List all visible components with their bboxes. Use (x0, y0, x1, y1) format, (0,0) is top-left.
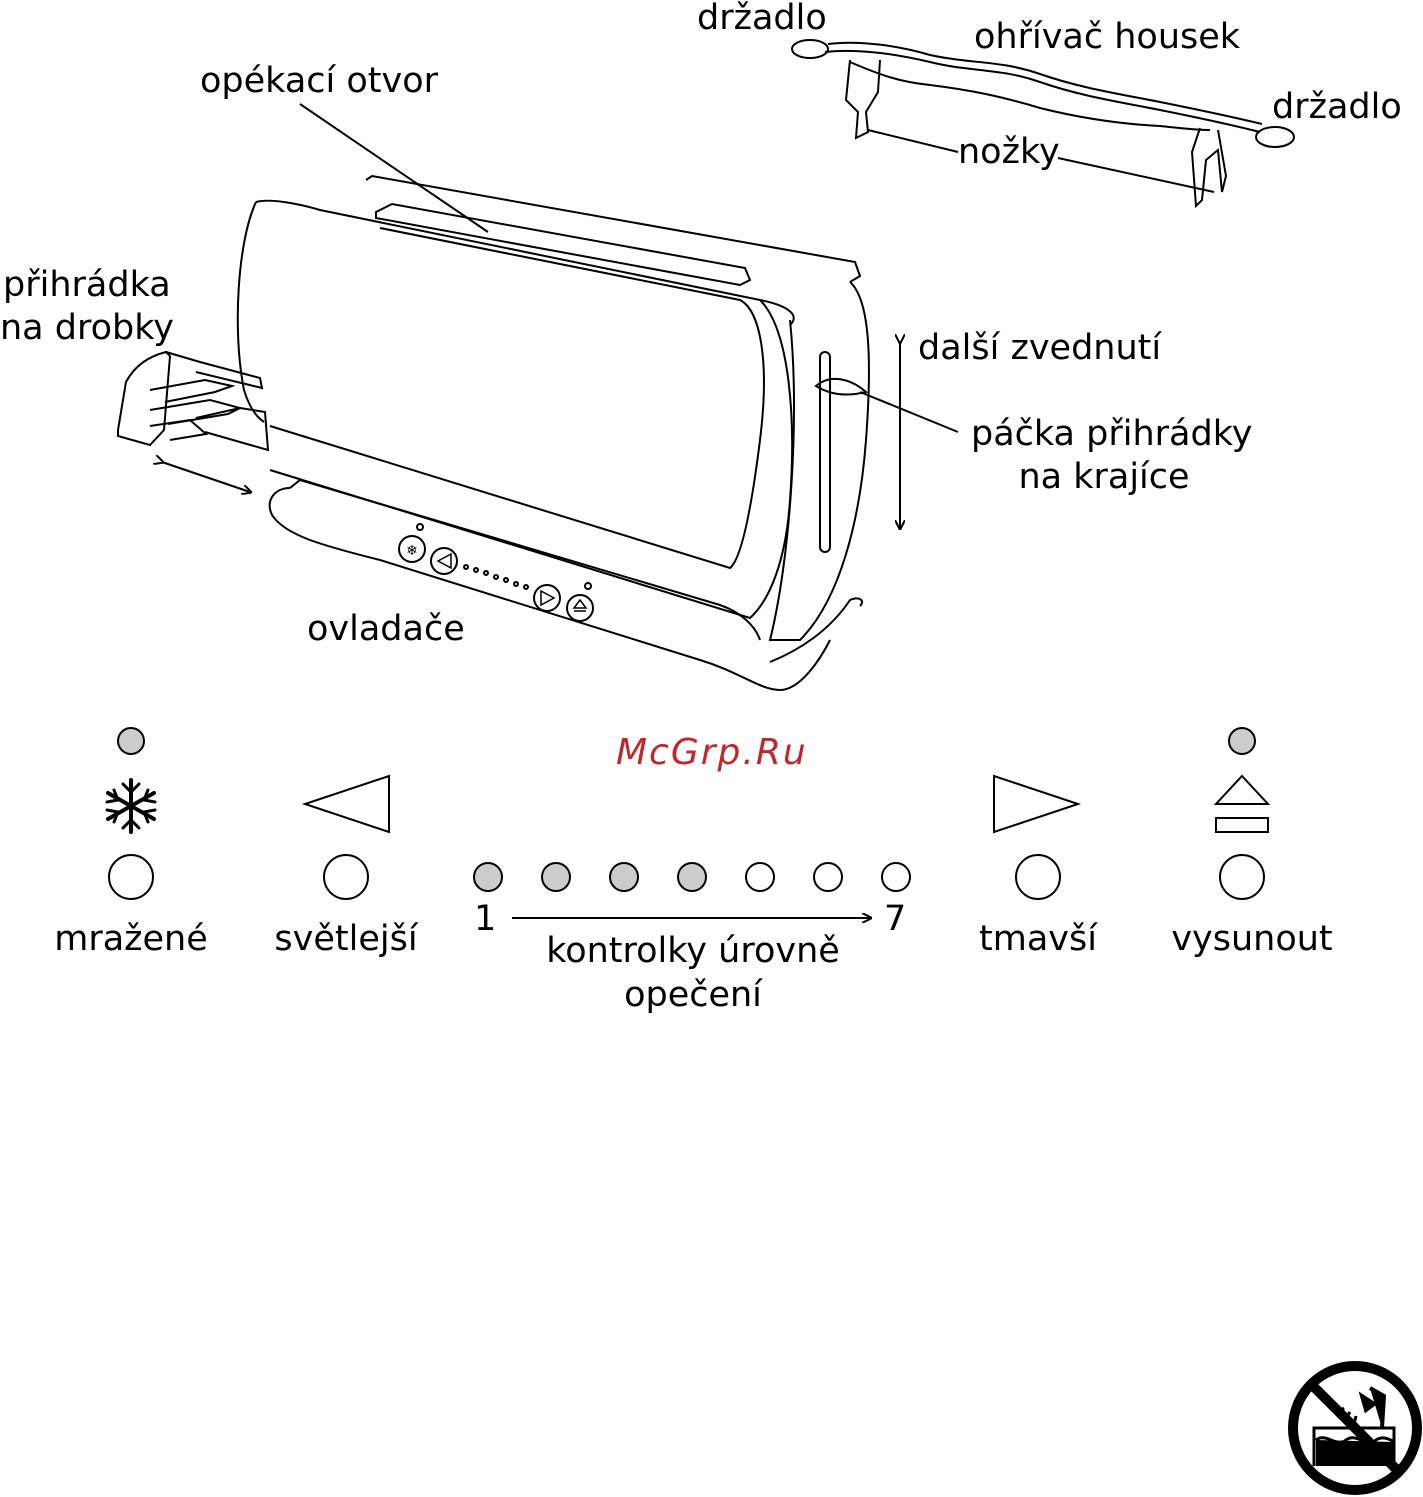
leader-leg-right (1058, 158, 1214, 192)
label-handle-right: držadlo (1272, 90, 1402, 125)
level-dot (610, 863, 638, 891)
frozen-button (109, 855, 153, 899)
label-scale-min: 1 (474, 902, 496, 937)
label-eject: vysunout (1152, 922, 1352, 957)
label-legs: nožky (958, 135, 1060, 170)
level-dot (542, 863, 570, 891)
label-toasting-slot: opékací otvor (200, 64, 438, 99)
level-dot (882, 863, 910, 891)
label-extra-lift: další zvednutí (918, 331, 1161, 366)
level-dot (474, 863, 502, 891)
label-level-indicators-line2: opečení (493, 978, 893, 1013)
snowflake-icon (107, 780, 155, 832)
handle-right-grip (1256, 127, 1294, 147)
toaster-drawing (118, 176, 869, 690)
darker-button (1016, 855, 1060, 899)
bun-warmer-drawing (792, 40, 1294, 206)
no-immersion-icon (1293, 1366, 1417, 1490)
label-handle-left: držadlo (697, 1, 827, 36)
watermark: McGrp.Ru (616, 732, 808, 773)
label-scale-max: 7 (884, 902, 906, 937)
label-lighter: světlejší (256, 922, 436, 957)
level-dot (746, 863, 774, 891)
leader-toasting-slot (300, 104, 488, 232)
svg-text:❄: ❄ (406, 543, 418, 559)
level-dots (474, 863, 910, 891)
label-frozen: mražené (41, 922, 221, 957)
label-level-indicators-line1: kontrolky úrovně (493, 934, 893, 969)
level-dot (678, 863, 706, 891)
level-dot (814, 863, 842, 891)
label-crumb-tray-line2: na drobky (0, 311, 174, 346)
eject-indicator (1229, 728, 1255, 754)
label-lever-line1: páčka přihrádky (971, 417, 1252, 452)
handle-left-grip (792, 40, 828, 58)
lighter-button (324, 855, 368, 899)
frozen-indicator (118, 728, 144, 754)
eject-button (1220, 855, 1264, 899)
eject-icon (1216, 776, 1268, 832)
label-controls: ovladače (307, 612, 465, 647)
label-bun-warmer: ohřívač housek (974, 20, 1240, 55)
toasting-slot-outline (376, 204, 750, 285)
leader-leg-left (868, 130, 958, 152)
leg-right (1192, 128, 1226, 206)
triangle-left-icon (305, 776, 389, 832)
leader-lever (860, 392, 958, 432)
lever-knob (816, 379, 866, 395)
crumb-tray-outline (118, 352, 170, 445)
label-darker: tmavší (948, 922, 1128, 957)
arrow-crumb-tray (162, 462, 250, 492)
label-lever-line2: na krajíce (971, 460, 1237, 495)
triangle-right-icon (994, 776, 1078, 832)
label-crumb-tray-line1: přihrádka (3, 268, 171, 303)
